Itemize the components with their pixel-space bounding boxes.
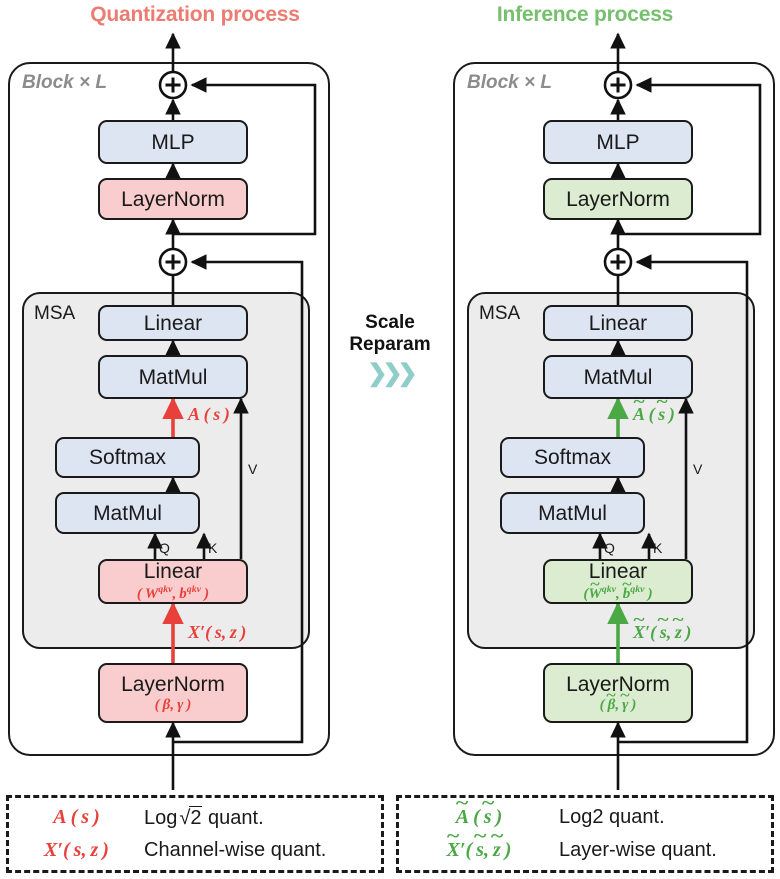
annotation-attention-left: A ( s )	[188, 404, 230, 424]
edge-label-k-left: K	[208, 540, 218, 556]
annotation-input-left: X′( s, z )	[188, 622, 247, 642]
node-matmul-bottom-right[interactable]: MatMul	[500, 492, 645, 534]
edge-label-q-right: Q	[604, 540, 615, 556]
node-linear-out-left[interactable]: Linear	[98, 305, 248, 341]
legend-row: X′( s, z ) Layer-wise quant.	[399, 834, 771, 867]
annotation-input-right: X′( s, z )	[633, 622, 691, 643]
scale-reparam-label: Scale Reparam ❯❯❯	[340, 312, 440, 386]
node-label: MatMul	[583, 365, 653, 389]
legend-description: Log√2 quant.	[144, 805, 264, 829]
node-linear-qkv-right[interactable]: Linear (Wqkv, bqkv )	[543, 559, 693, 604]
node-label: Linear	[143, 311, 203, 335]
legend-left: A ( s ) Log√2 quant. X′( s, z ) Channel-…	[6, 795, 384, 873]
quantization-process-title: Quantization process	[90, 3, 300, 26]
legend-symbol: A ( s )	[53, 806, 100, 828]
node-layernorm-bottom-left[interactable]: LayerNorm ( β, γ )	[98, 663, 248, 723]
node-label: MLP	[596, 130, 640, 154]
legend-description: Layer-wise quant.	[559, 839, 717, 861]
annotation-attention-right: A ( s )	[633, 404, 675, 425]
node-linear-out-right[interactable]: Linear	[543, 305, 693, 341]
block-container-right	[453, 62, 775, 756]
reparam-arrows-icon: ❯❯❯	[367, 359, 417, 387]
node-layernorm-top-left[interactable]: LayerNorm	[98, 178, 248, 220]
edge-label-k-right: K	[653, 540, 663, 556]
legend-symbol: X′( s, z )	[44, 839, 109, 861]
node-matmul-top-left[interactable]: MatMul	[98, 355, 248, 399]
node-mlp-left[interactable]: MLP	[98, 120, 248, 164]
node-label: Softmax	[88, 446, 167, 469]
legend-row: A ( s ) Log√2 quant.	[9, 801, 381, 834]
node-matmul-bottom-left[interactable]: MatMul	[55, 492, 200, 534]
msa-label-left: MSA	[34, 303, 76, 324]
node-label: LayerNorm	[566, 672, 670, 696]
legend-row: X′( s, z ) Channel-wise quant.	[9, 834, 381, 867]
legend-symbol: X′( s, z )	[399, 839, 559, 862]
legend-symbol: A ( s )	[399, 806, 559, 829]
node-linear-qkv-left[interactable]: Linear ( Wqkv, bqkv )	[98, 559, 248, 604]
node-label: MLP	[151, 130, 195, 154]
block-label-left: Block × L	[22, 72, 107, 93]
node-label: Softmax	[533, 446, 612, 469]
node-mlp-right[interactable]: MLP	[543, 120, 693, 164]
legend-right: A ( s ) Log2 quant. X′( s, z ) Layer-wis…	[396, 795, 774, 873]
edge-label-v-left: V	[248, 461, 258, 477]
node-label: LayerNorm	[566, 187, 670, 211]
node-label: Linear	[588, 311, 648, 335]
node-matmul-top-right[interactable]: MatMul	[543, 355, 693, 399]
node-sublabel: ( β, γ )	[154, 696, 192, 713]
edge-label-q-left: Q	[159, 540, 170, 556]
msa-label-right: MSA	[479, 303, 521, 324]
node-label: Linear	[143, 560, 203, 583]
node-label: MatMul	[538, 501, 607, 525]
node-label: LayerNorm	[121, 672, 225, 696]
node-softmax-left[interactable]: Softmax	[55, 437, 200, 478]
edge-label-v-right: V	[693, 461, 703, 477]
reparam-line1: Scale	[365, 312, 415, 333]
block-container-left	[8, 62, 330, 756]
node-label: Linear	[588, 560, 648, 583]
reparam-line2: Reparam	[349, 334, 431, 356]
node-layernorm-top-right[interactable]: LayerNorm	[543, 178, 693, 220]
legend-description: Log2 quant.	[559, 806, 665, 828]
node-sublabel: (Wqkv, bqkv )	[583, 585, 652, 602]
legend-row: A ( s ) Log2 quant.	[399, 801, 771, 834]
node-layernorm-bottom-right[interactable]: LayerNorm ( β, γ )	[543, 663, 693, 723]
block-label-right: Block × L	[467, 72, 552, 93]
inference-process-title: Inference process	[496, 3, 674, 26]
node-softmax-right[interactable]: Softmax	[500, 437, 645, 478]
node-sublabel: ( Wqkv, bqkv )	[136, 584, 210, 602]
node-label: LayerNorm	[121, 187, 225, 211]
legend-description: Channel-wise quant.	[144, 839, 327, 861]
node-label: MatMul	[93, 501, 162, 525]
node-label: MatMul	[138, 365, 208, 389]
node-sublabel: ( β, γ )	[600, 697, 637, 713]
